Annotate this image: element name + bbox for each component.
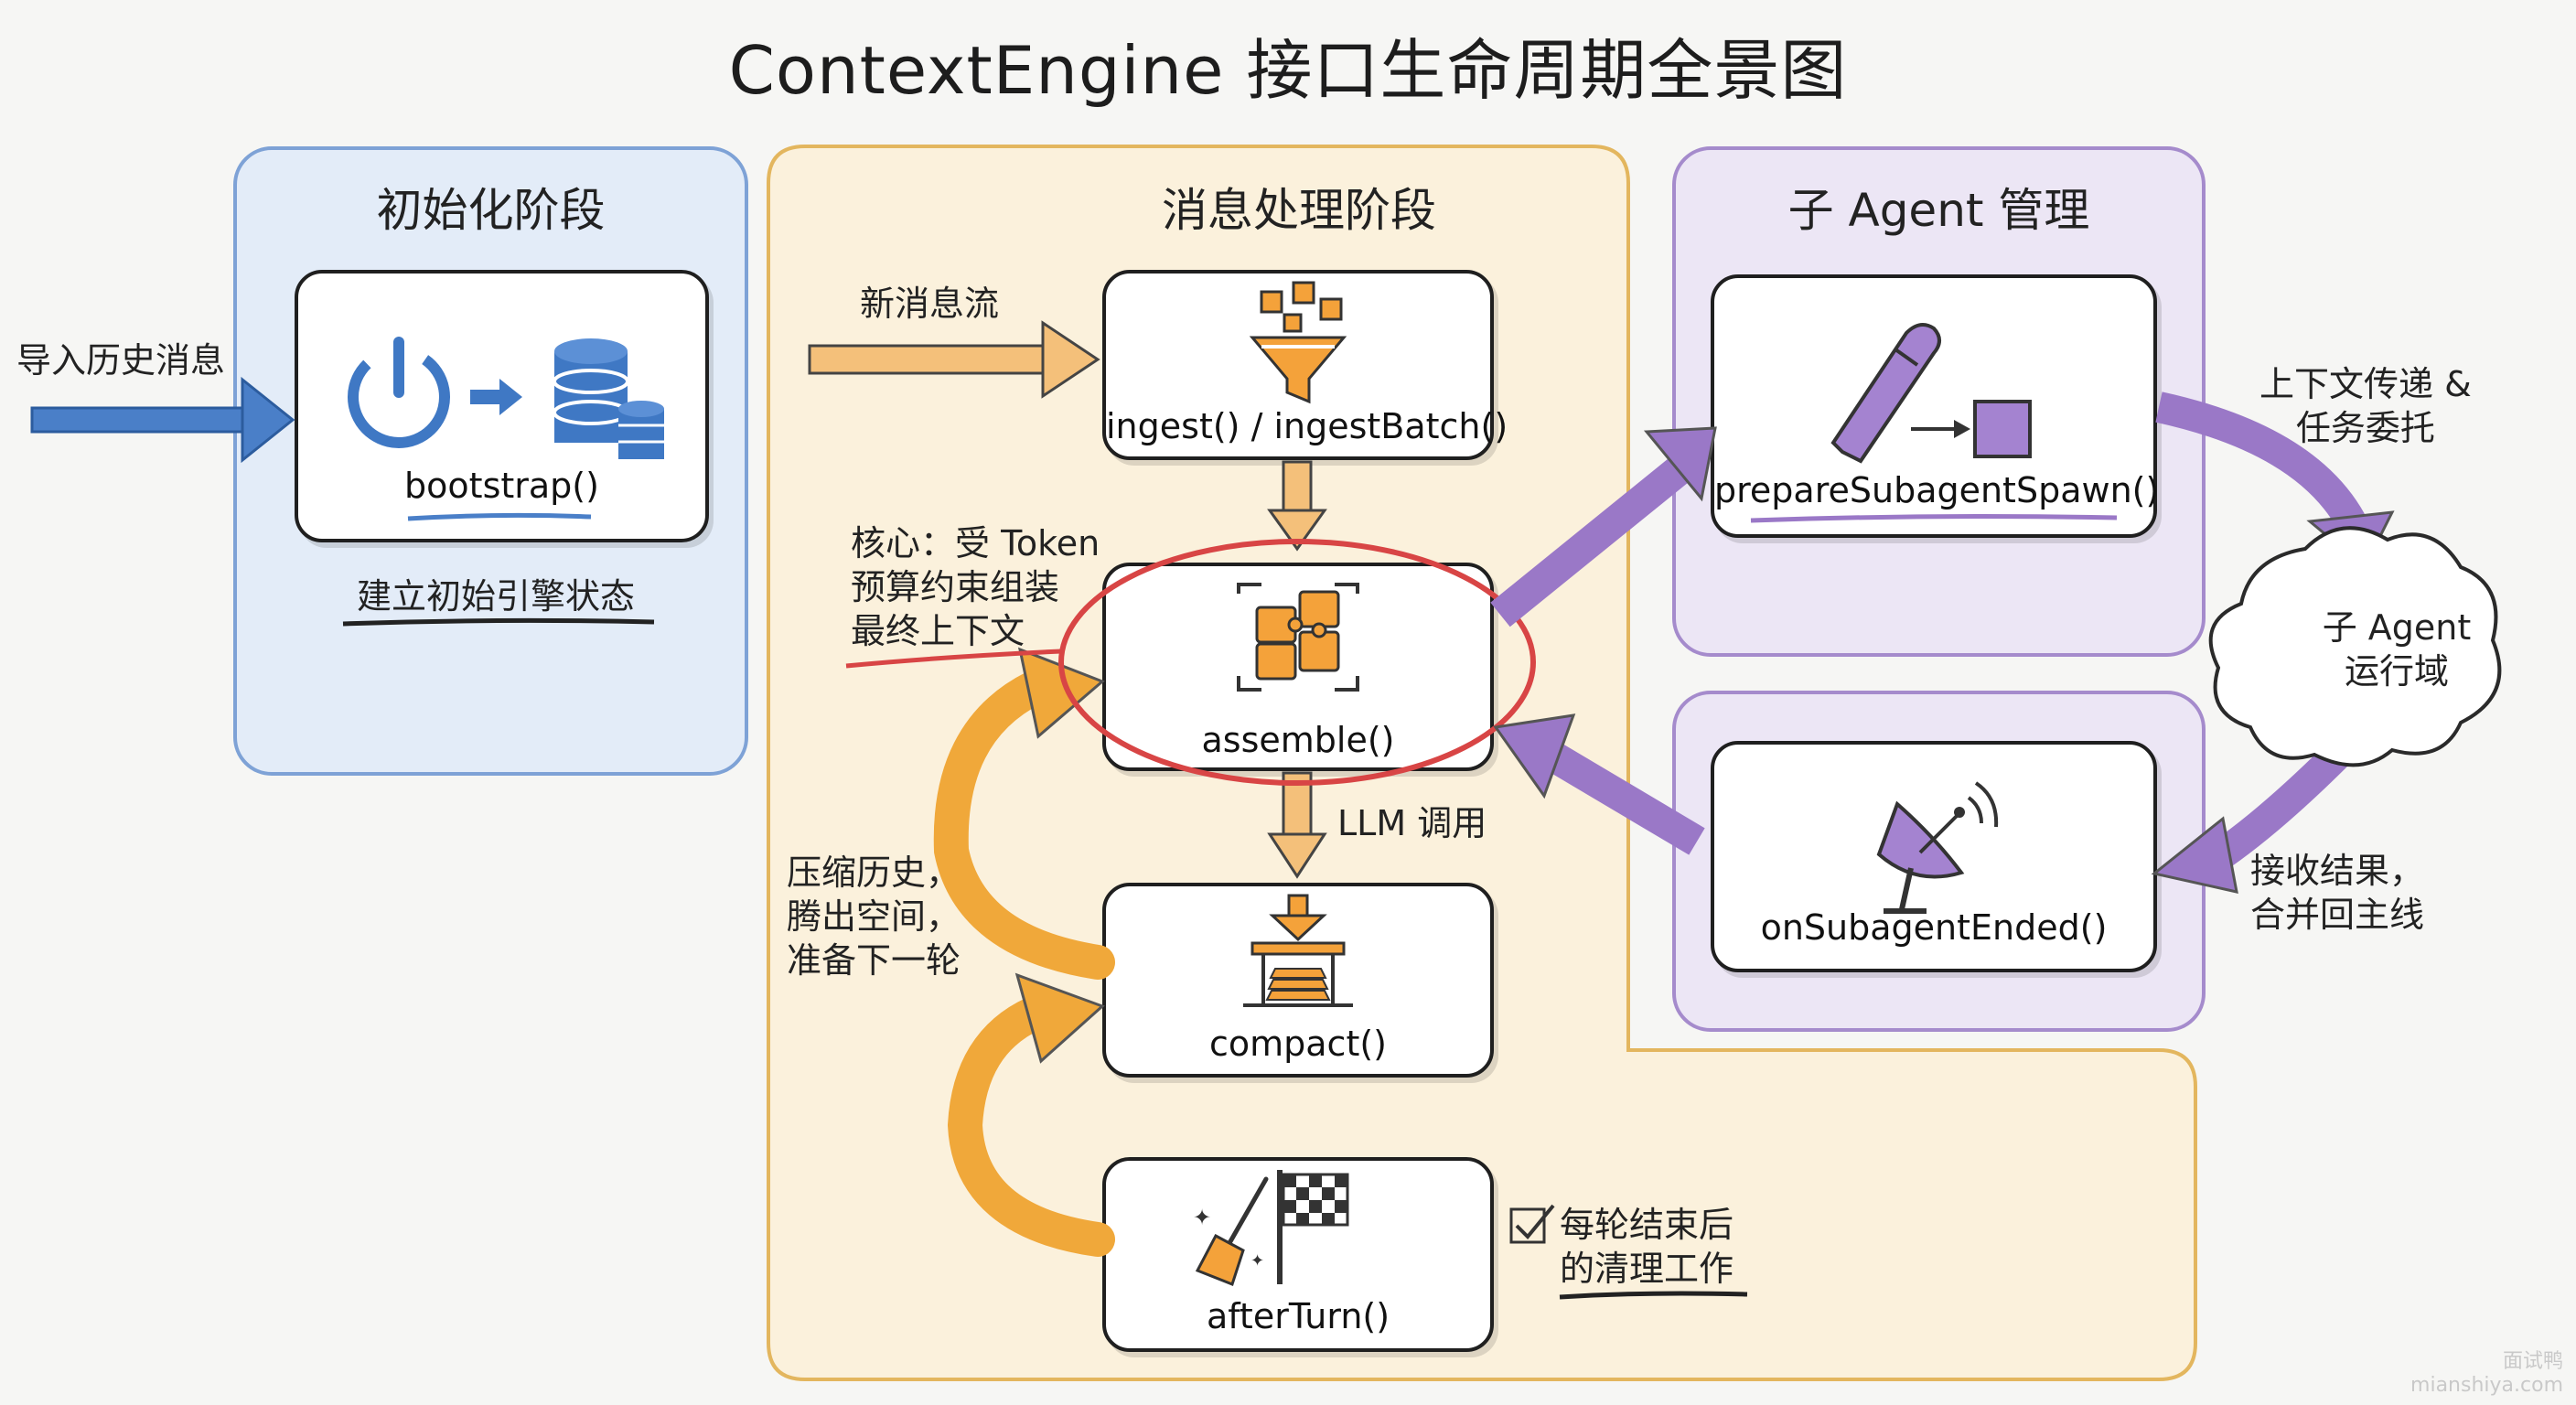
core-note-line-3: 最终上下文: [851, 611, 1025, 651]
compact-to-assemble-curve: [933, 647, 1115, 980]
llm-call-note: LLM 调用: [1337, 803, 1487, 843]
core-note: 核心：受 Token 预算约束组装 最终上下文: [851, 521, 1100, 653]
assemble-node: assemble(): [1102, 563, 1494, 771]
ended-to-assemble-arrow: [1493, 713, 1705, 855]
prepare-subagent-spawn-label: prepareSubagentSpawn(): [1714, 470, 2160, 510]
ingest-to-assemble-arrow: [1267, 460, 1327, 552]
satellite-dish-icon: [1876, 781, 1999, 914]
funnel-icon: [1249, 281, 1347, 404]
diagram-title: ContextEngine 接口生命周期全景图: [728, 32, 1848, 109]
broom-icon: ✦ ✦: [1193, 1176, 1269, 1286]
database-icon: [553, 338, 664, 459]
watermark-line-1: 面试鸭: [2502, 1350, 2563, 1373]
init-panel-title: 初始化阶段: [376, 184, 606, 237]
compress-note-line-1: 压缩历史，: [787, 853, 961, 893]
context-delegate-note: 上下文传递 & 任务委托: [2259, 362, 2472, 450]
subagent-domain-line-1: 子 Agent: [2322, 607, 2472, 648]
cloud-to-ended-arrow: [2151, 738, 2354, 894]
checkbox-icon: [1509, 1207, 1546, 1244]
subagent-cloud: [2208, 526, 2502, 767]
square-icon: [1973, 400, 2032, 458]
svg-text:✦: ✦: [1193, 1205, 1211, 1230]
after-turn-note-line-2: 的清理工作: [1560, 1249, 1734, 1289]
on-subagent-ended-label: onSubagentEnded(): [1760, 907, 2108, 948]
context-delegate-line-1: 上下文传递 &: [2259, 364, 2472, 404]
ingest-label: ingest() / ingestBatch(): [1106, 406, 1508, 446]
init-state-note: 建立初始引擎状态: [357, 576, 636, 617]
subagent-panel-title: 子 Agent 管理: [1787, 184, 2090, 237]
power-icon: [348, 337, 450, 448]
afterturn-node: ✦ ✦ afterTurn(): [1102, 1157, 1494, 1352]
import-arrow: [30, 376, 295, 464]
watermark-line-2: mianshiya.com: [2410, 1374, 2563, 1397]
compress-stack-icon: [1243, 894, 1353, 1007]
assemble-to-spawn-arrow: [1490, 426, 1717, 627]
compact-node: compact(): [1102, 883, 1494, 1078]
receive-result-line-1: 接收结果，: [2250, 851, 2425, 891]
bootstrap-node: bootstrap(): [295, 270, 709, 542]
watermark: 面试鸭 mianshiya.com: [2410, 1345, 2563, 1397]
receive-result-line-2: 合并回主线: [2250, 895, 2425, 935]
context-delegate-line-2: 任务委托: [2295, 408, 2435, 448]
compact-label: compact(): [1208, 1024, 1387, 1064]
bootstrap-label: bootstrap(): [404, 466, 599, 506]
new-message-flow-note: 新消息流: [860, 284, 1000, 324]
svg-text:✦: ✦: [1250, 1251, 1264, 1271]
assemble-to-compact-arrow: [1267, 771, 1327, 879]
receive-result-note: 接收结果， 合并回主线: [2250, 849, 2424, 937]
assemble-label: assemble(): [1201, 720, 1395, 760]
message-panel-title: 消息处理阶段: [1162, 184, 1436, 237]
arrow-right-icon: [470, 379, 522, 415]
puzzle-icon: [1237, 583, 1359, 692]
afterturn-icons: ✦ ✦: [1193, 1170, 1349, 1286]
core-note-line-1: 核心：受 Token: [851, 523, 1100, 563]
afterturn-to-compact-curve: [947, 972, 1115, 1257]
ingest-node: ingest() / ingestBatch(): [1102, 270, 1508, 460]
prepare-icons: [1830, 323, 2032, 464]
new-message-arrow: [808, 320, 1100, 399]
pen-icon: [1830, 323, 1941, 464]
core-highlight: [1058, 539, 1536, 786]
after-turn-note-line-1: 每轮结束后: [1560, 1205, 1734, 1245]
subagent-domain-note: 子 Agent 运行域: [2287, 606, 2506, 693]
subagent-domain-line-2: 运行域: [2344, 651, 2449, 692]
on-subagent-ended-node: onSubagentEnded(): [1711, 741, 2157, 972]
core-note-line-2: 预算约束组装: [851, 567, 1060, 607]
compress-note: 压缩历史， 腾出空间， 准备下一轮: [787, 851, 961, 982]
prepare-underline: [1750, 514, 2118, 523]
bootstrap-icons: [348, 337, 664, 459]
prepare-subagent-spawn-node: prepareSubagentSpawn(): [1711, 274, 2160, 538]
checkered-flag-icon: [1277, 1170, 1349, 1284]
import-history-note: 导入历史消息: [16, 340, 226, 381]
compress-note-line-3: 准备下一轮: [787, 940, 961, 981]
afterturn-label: afterTurn(): [1206, 1296, 1390, 1336]
compress-note-line-2: 腾出空间，: [787, 896, 961, 937]
bootstrap-underline: [407, 512, 592, 521]
after-turn-note: 每轮结束后 的清理工作: [1560, 1203, 1733, 1291]
